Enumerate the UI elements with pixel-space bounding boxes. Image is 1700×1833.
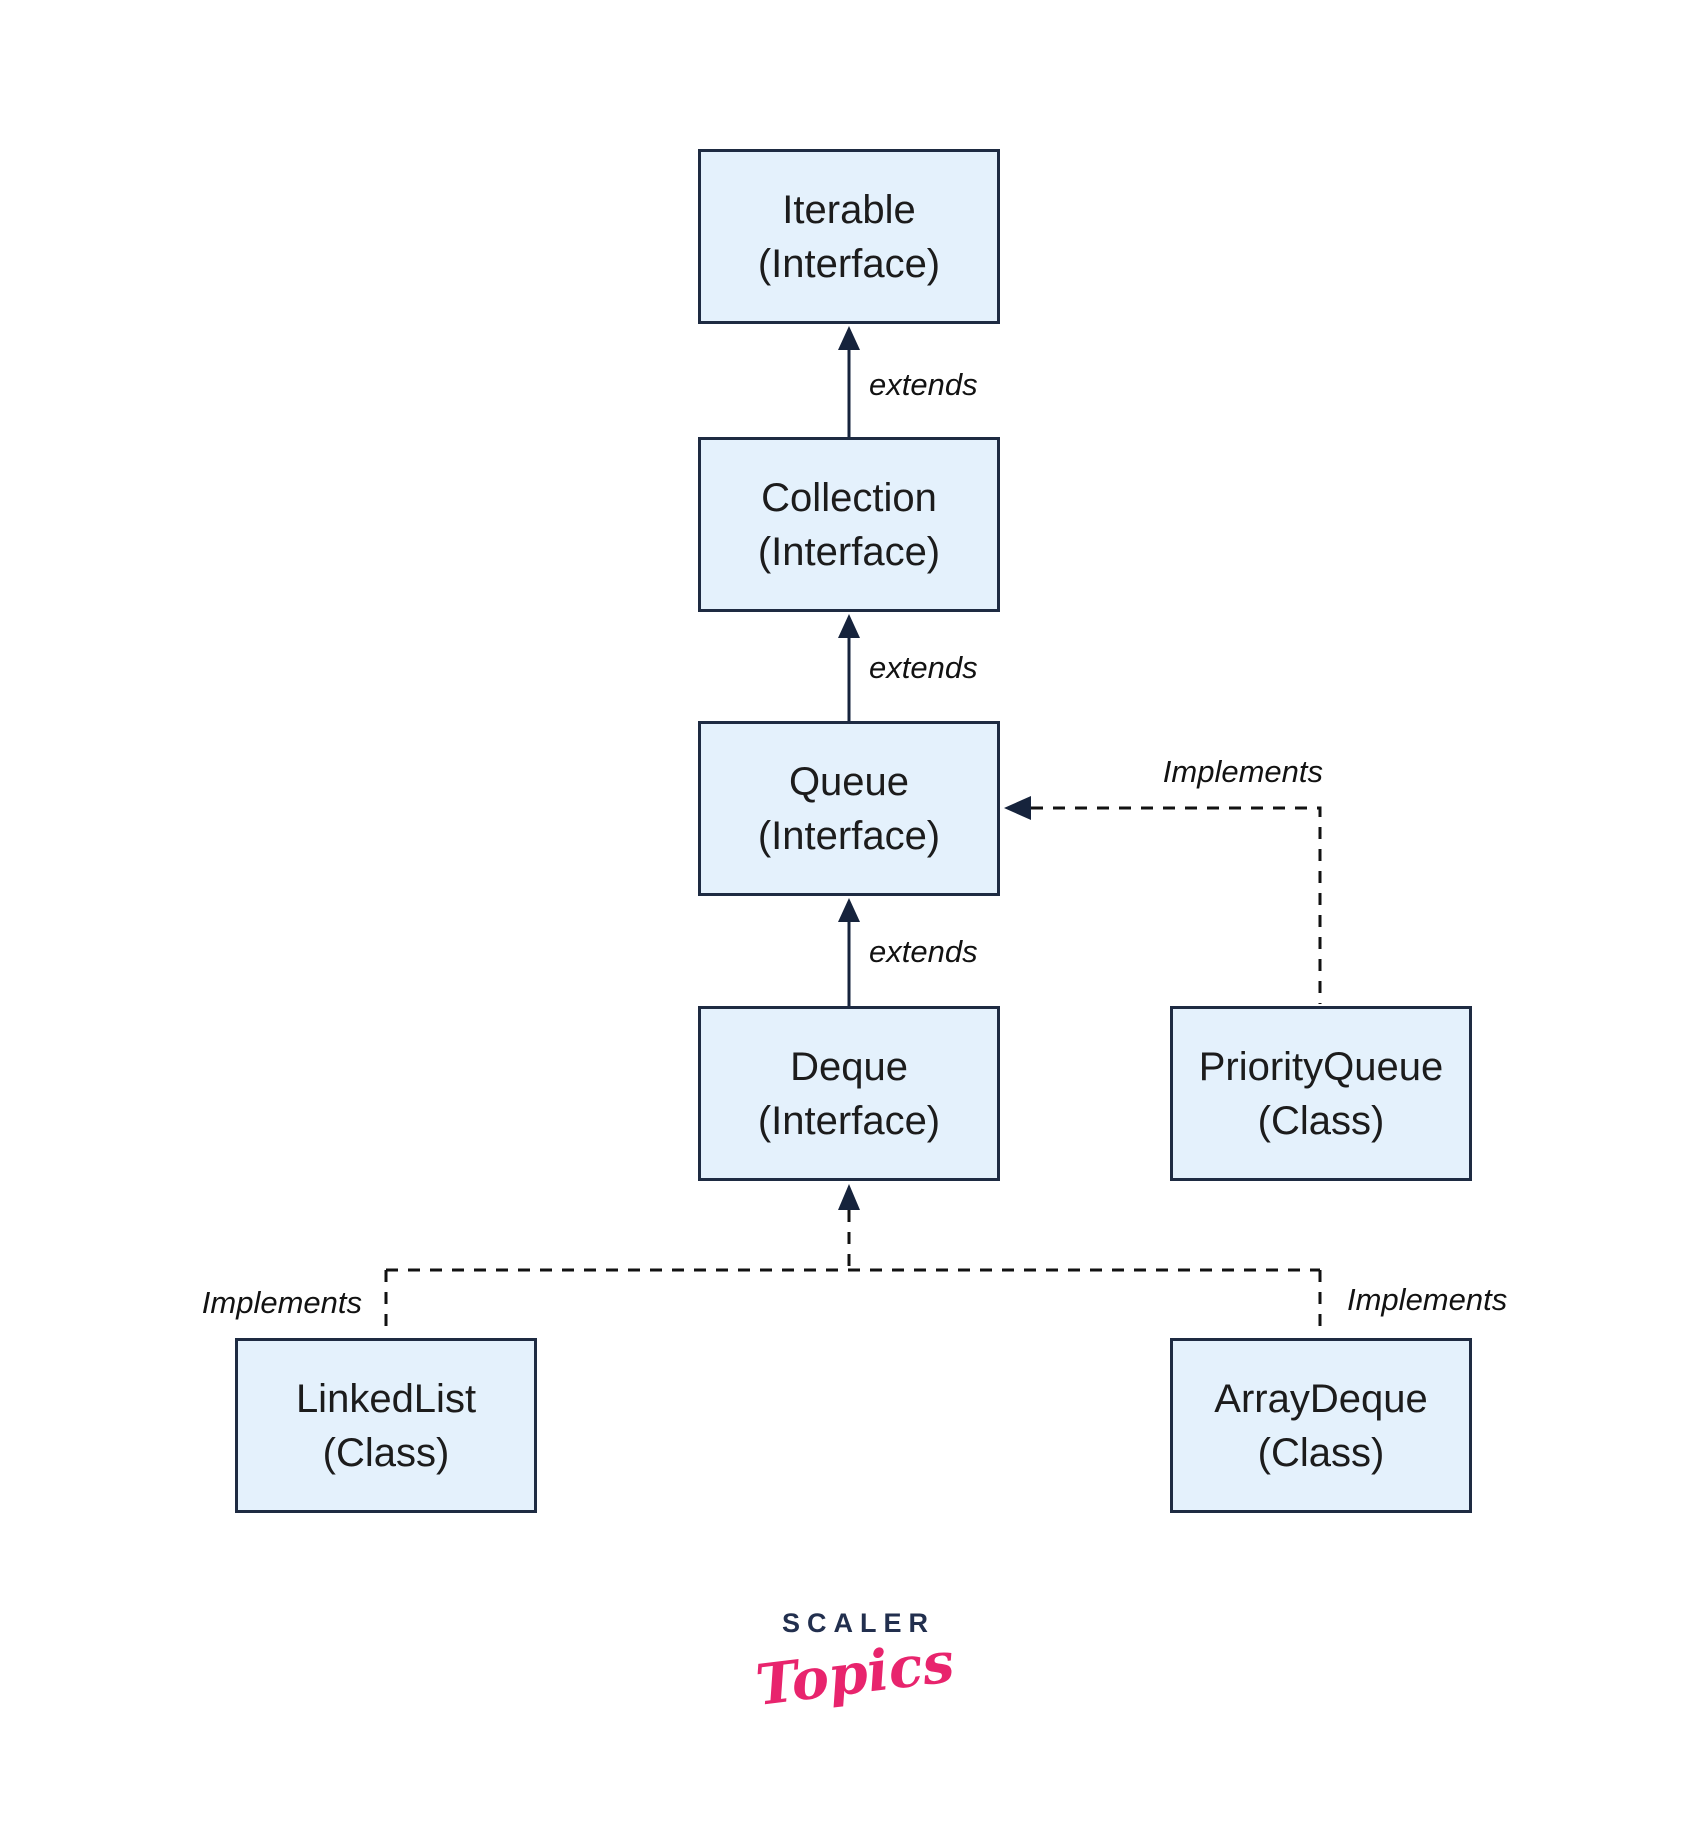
node-kind: (Class) — [322, 1430, 450, 1475]
label-extends-collection: extends — [869, 650, 978, 685]
node-title: Collection — [761, 475, 937, 520]
arrowhead-up-icon — [838, 898, 860, 922]
edge-classes-implement-deque — [384, 1184, 1322, 1336]
label-implements-linkedlist: Implements — [201, 1285, 362, 1320]
node-iterable: Iterable (Interface) — [698, 149, 1000, 324]
arrowhead-up-icon — [838, 614, 860, 638]
node-kind: (Interface) — [757, 1098, 941, 1143]
node-title: Queue — [788, 759, 910, 804]
label-implements-priorityqueue: Implements — [1162, 754, 1323, 789]
node-title: Deque — [790, 1044, 908, 1089]
node-title: ArrayDeque — [1214, 1376, 1428, 1421]
node-queue: Queue (Interface) — [698, 721, 1000, 896]
arrowhead-up-icon — [838, 1184, 860, 1210]
arrowhead-up-icon — [838, 326, 860, 350]
node-kind: (Interface) — [757, 241, 941, 286]
node-title: LinkedList — [295, 1376, 477, 1421]
label-extends-iterable: extends — [869, 367, 978, 402]
node-kind: (Class) — [1257, 1098, 1385, 1143]
node-linkedlist: LinkedList (Class) — [235, 1338, 537, 1513]
node-kind: (Interface) — [757, 813, 941, 858]
node-title: Iterable — [782, 187, 916, 232]
logo-brand-text: SCALER — [781, 1608, 935, 1638]
node-kind: (Class) — [1257, 1430, 1385, 1475]
edge-priorityqueue-implements-queue — [1004, 796, 1322, 1004]
label-implements-arraydeque: Implements — [1347, 1282, 1508, 1317]
node-priorityqueue: PriorityQueue (Class) — [1170, 1006, 1472, 1181]
logo-wordmark-text: Topics — [752, 1629, 958, 1719]
edge-queue-extends-collection — [838, 614, 860, 721]
scaler-topics-logo: SCALER Topics — [752, 1608, 957, 1719]
node-collection: Collection (Interface) — [698, 437, 1000, 612]
arrowhead-left-icon — [1004, 796, 1031, 820]
edge-deque-extends-queue — [838, 898, 860, 1006]
edge-collection-extends-iterable — [838, 326, 860, 437]
node-title: PriorityQueue — [1198, 1044, 1444, 1089]
node-arraydeque: ArrayDeque (Class) — [1170, 1338, 1472, 1513]
node-deque: Deque (Interface) — [698, 1006, 1000, 1181]
label-extends-queue: extends — [869, 934, 978, 969]
node-kind: (Interface) — [757, 529, 941, 574]
